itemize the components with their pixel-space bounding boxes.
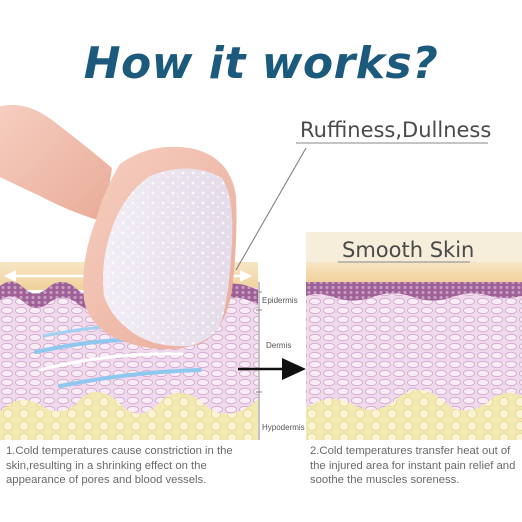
layer-label-epidermis: Epidermis (262, 296, 298, 305)
right-arrow-icon (238, 358, 306, 380)
caption-heat-transfer: 2.Cold temperatures transfer heat out of… (310, 445, 516, 486)
label-after: Smooth Skin (342, 238, 475, 262)
layer-label-dermis: Dermis (266, 341, 292, 350)
label-before: Ruffiness,Dullness (300, 118, 492, 142)
layer-bracket (256, 282, 262, 440)
ice-roller-icon (0, 104, 237, 350)
layer-label-hypodermis: Hypodermis (262, 423, 305, 432)
callout-line (235, 147, 307, 271)
page-title: How it works? (83, 38, 439, 89)
skin-after (306, 232, 522, 440)
caption-cold-constriction: 1.Cold temperatures cause constriction i… (6, 445, 233, 486)
